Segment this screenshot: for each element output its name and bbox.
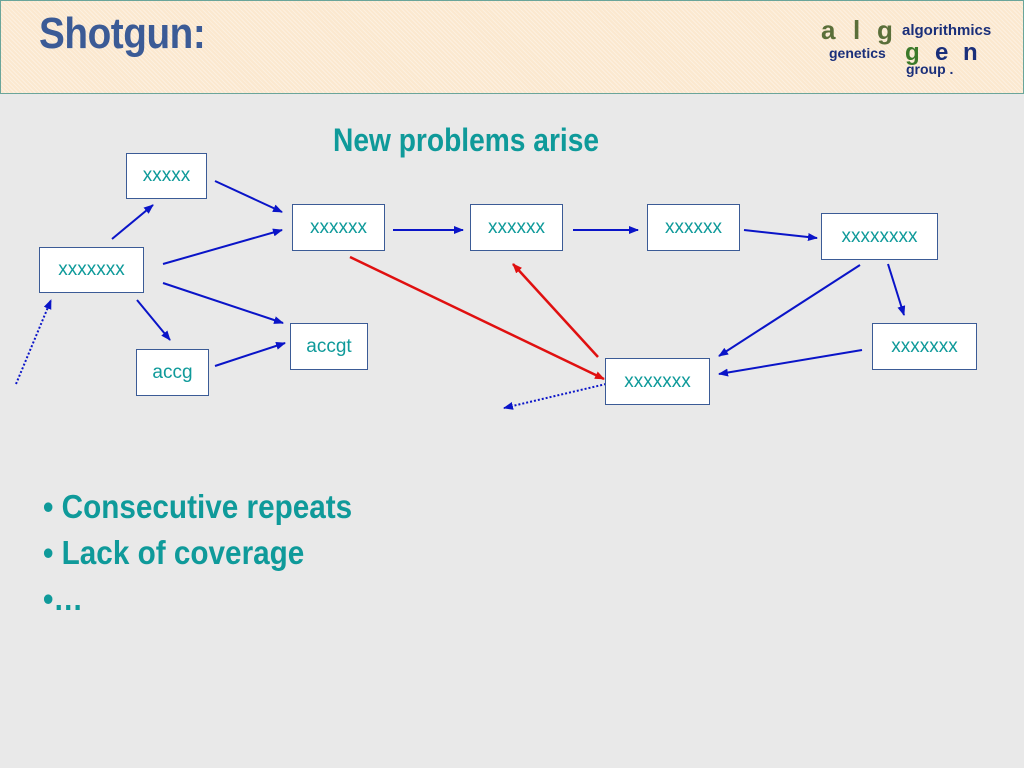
bullet-item: • Lack of coverage <box>43 534 305 571</box>
edge-n9-n10 <box>718 349 863 377</box>
edge-n8-n9 <box>887 263 906 316</box>
logo-letter-gen-e: e <box>935 39 949 66</box>
logo-word-genetics: genetics <box>829 45 886 61</box>
logo-letter-a: a <box>821 15 836 45</box>
node-read-6: xxxxxx <box>470 204 563 251</box>
edge-n7-n8 <box>743 229 818 241</box>
page-title: Shotgun: <box>39 9 206 58</box>
edge-n8-n10 <box>718 264 861 357</box>
edge-n1-n5 <box>162 282 284 324</box>
diagram-subtitle: New problems arise <box>333 122 600 158</box>
node-read-3: accg <box>136 349 209 396</box>
edge-n1-n4 <box>162 228 283 265</box>
edge-dotted-in <box>15 299 52 385</box>
logo-letter-l: l <box>853 15 861 45</box>
edge-red-n4-n10 <box>349 255 605 381</box>
node-read-10: xxxxxxx <box>605 358 710 405</box>
node-read-8: xxxxxxxx <box>821 213 938 260</box>
bullet-item: •… <box>43 580 84 617</box>
algen-logo: a l g algorithmics genetics g e n group … <box>819 15 1015 81</box>
edge-n1-n3 <box>136 299 171 341</box>
node-read-5: accgt <box>290 323 368 370</box>
node-read-9: xxxxxxx <box>872 323 977 370</box>
edge-n2-n4 <box>214 180 283 213</box>
node-read-1: xxxxxxx <box>39 247 144 293</box>
node-read-7: xxxxxx <box>647 204 740 251</box>
logo-letter-g: g <box>877 15 893 45</box>
bullet-list: • Consecutive repeats • Lack of coverage… <box>43 488 387 626</box>
title-bar: Shotgun: a l g algorithmics genetics g e… <box>0 0 1024 94</box>
logo-word-group: group . <box>906 61 954 77</box>
logo-word-algorithmics: algorithmics <box>902 22 992 39</box>
edge-n1-n2 <box>111 204 154 240</box>
edge-red-n10-n6 <box>512 263 599 358</box>
node-read-2: xxxxx <box>126 153 207 199</box>
node-read-4: xxxxxx <box>292 204 385 251</box>
edge-n3-n5 <box>214 342 286 367</box>
edge-dotted-out <box>503 383 607 410</box>
logo-letter-gen-n: n <box>963 39 978 66</box>
bullet-item: • Consecutive repeats <box>43 488 353 525</box>
logo-letter-gen-g: g <box>905 39 920 66</box>
